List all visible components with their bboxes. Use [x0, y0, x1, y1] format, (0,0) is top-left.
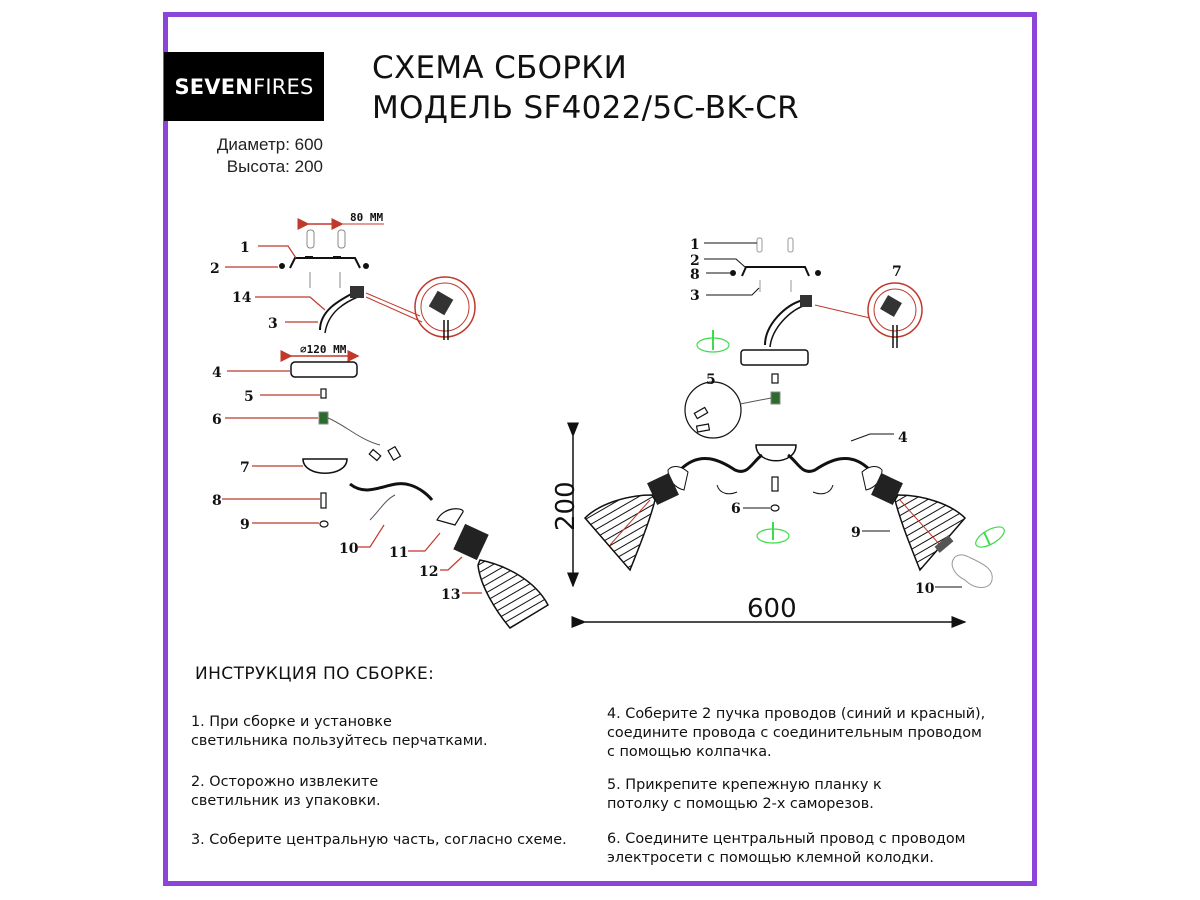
screw-icon	[363, 263, 369, 269]
brand-logo-light: FIRES	[253, 74, 314, 99]
socket-icon	[453, 523, 489, 561]
brand-logo-bold: SEVEN	[174, 74, 254, 99]
title-line-1: СХЕМА СБОРКИ	[372, 50, 628, 86]
right-part-labels: 1 2 8 3 7 5 4 6 9 10	[690, 237, 935, 597]
instruction-step-4: 4. Соберите 2 пучка проводов (синий и кр…	[607, 705, 985, 762]
left-leader-lines	[222, 245, 482, 594]
part-label: 5	[706, 372, 716, 388]
part-label: 8	[690, 267, 700, 283]
part-label: 6	[731, 501, 741, 517]
dowels-icon	[306, 229, 346, 249]
instruction-step-2: 2. Осторожно извлеките светильник из упа…	[191, 773, 381, 811]
wire-cap-detail	[684, 381, 742, 439]
bulb-icon	[951, 554, 993, 588]
mounting-bar-icon	[289, 257, 361, 269]
left-part-labels: 1 2 14 3 4 5 6 7 8 9 10 11 12 13	[210, 240, 460, 603]
instruction-step-5: 5. Прикрепите крепежную планку к потолку…	[607, 776, 882, 814]
decor-cup-icon	[302, 458, 348, 474]
arm-right-icon	[787, 453, 872, 473]
dim-width: 600	[747, 594, 797, 624]
part-label: 10	[339, 541, 359, 557]
part-label: 9	[851, 525, 861, 541]
terminal-block-detail	[414, 276, 476, 338]
terminal-block-detail	[867, 282, 923, 338]
part-label: 3	[690, 288, 700, 304]
part-label: 11	[389, 545, 408, 561]
spec-diameter: Диаметр: 600	[216, 135, 323, 154]
part-label: 14	[232, 290, 252, 306]
step-line: электросети с помощью клемной колодки.	[607, 850, 934, 866]
part-label: 7	[892, 264, 902, 280]
part-label: 12	[419, 564, 438, 580]
part-label: 13	[441, 587, 460, 603]
step-line: 4. Соберите 2 пучка проводов (синий и кр…	[607, 706, 986, 722]
page-frame	[163, 12, 1037, 886]
arm-icon	[349, 482, 434, 501]
part-label: 5	[244, 389, 254, 405]
step-line: 5. Прикрепите крепежную планку к	[607, 777, 882, 793]
part-label: 7	[240, 460, 250, 476]
screw-icon	[279, 263, 285, 269]
right-leader-lines	[704, 242, 962, 588]
canopy-icon	[290, 361, 358, 378]
rotate-arrow-icon	[756, 522, 790, 544]
wire-bundle-icon	[319, 291, 356, 331]
step-line: 1. При сборке и установке	[191, 714, 392, 730]
part-label: 10	[915, 581, 935, 597]
canopy-icon	[740, 349, 809, 366]
part-label: 1	[690, 237, 700, 253]
title-line-2: МОДЕЛЬ SF4022/5C-BK-CR	[372, 90, 799, 126]
step-line: 2. Осторожно извлеките	[191, 774, 379, 790]
instruction-step-3: 3. Соберите центральную часть, согласно …	[191, 831, 567, 850]
step-line: светильник из упаковки.	[191, 793, 381, 809]
left-exploded-view: 80 MM ⌀120 MM	[279, 211, 549, 629]
part-label: 2	[210, 261, 220, 277]
part-label: 4	[898, 430, 908, 446]
step-line: 3. Соберите центральную часть, согласно …	[191, 832, 567, 848]
arm-left-icon	[678, 453, 763, 473]
page-title: СХЕМА СБОРКИ МОДЕЛЬ SF4022/5C-BK-CR	[372, 48, 799, 128]
instruction-step-1: 1. При сборке и установке светильника по…	[191, 713, 488, 751]
rotate-arrow-icon	[975, 526, 1005, 548]
instruction-step-6: 6. Соедините центральный провод с провод…	[607, 830, 966, 868]
part-label: 6	[212, 412, 222, 428]
step-line: соедините провода с соединительным прово…	[607, 725, 982, 741]
right-assembled-view: 200 600	[551, 237, 1005, 628]
spec-height: Высота: 200	[226, 157, 323, 176]
part-label: 9	[240, 517, 250, 533]
step-line: потолку с помощью 2-х саморезов.	[607, 796, 874, 812]
step-line: 6. Соедините центральный провод с провод…	[607, 831, 966, 847]
rotate-arrow-icon	[696, 330, 730, 353]
step-line: светильника пользуйтесь перчатками.	[191, 733, 488, 749]
dim-80mm: 80 MM	[350, 211, 383, 224]
part-label: 4	[212, 365, 222, 381]
part-label: 1	[240, 240, 250, 256]
specs: Диаметр: 600 Высота: 200	[217, 134, 323, 178]
shade-icon	[477, 559, 549, 629]
part-label: 8	[212, 493, 222, 509]
dim-height: 200	[551, 481, 581, 531]
step-line: с помощью колпачка.	[607, 744, 772, 760]
dim-120mm: ⌀120 MM	[300, 343, 347, 356]
part-label: 2	[690, 253, 700, 269]
instructions-heading: ИНСТРУКЦИЯ ПО СБОРКЕ:	[195, 664, 435, 684]
part-label: 3	[268, 316, 278, 332]
